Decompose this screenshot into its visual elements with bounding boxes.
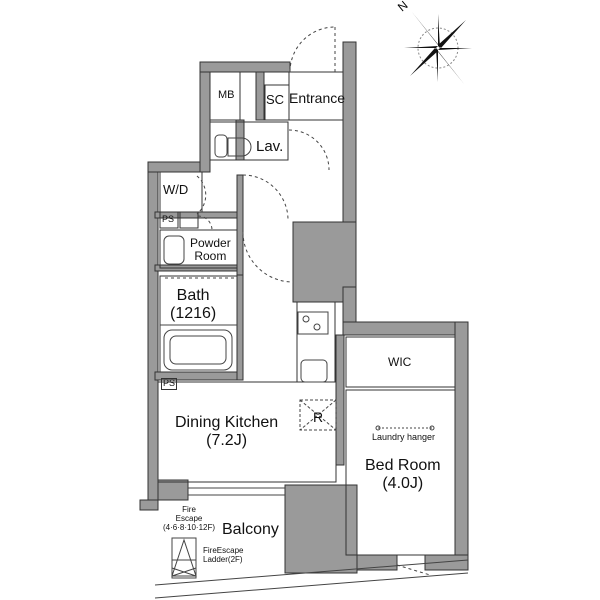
label-balcony: Balcony bbox=[222, 521, 279, 538]
door-swings bbox=[165, 26, 431, 576]
label-dining-kitchen: Dining Kitchen (7.2J) bbox=[175, 414, 279, 449]
label-entrance: Entrance bbox=[289, 90, 346, 106]
compass-north-label: N bbox=[395, 0, 411, 14]
label-wd: W/D bbox=[163, 182, 189, 197]
label-fridge: R bbox=[313, 409, 324, 425]
compass-icon: N bbox=[395, 0, 472, 84]
label-lav: Lav. bbox=[256, 138, 284, 155]
label-fire-escape-ladder: FireEscape Ladder(2F) bbox=[203, 546, 244, 564]
walls bbox=[139, 41, 469, 574]
label-sc: SC bbox=[266, 92, 285, 107]
label-bed-room: Bed Room (4.0J) bbox=[365, 457, 441, 492]
label-fire-escape: Fire Escape (4·6·8·10·12F) bbox=[163, 505, 216, 532]
label-wic: WIC bbox=[388, 355, 412, 369]
label-ps-upper: PS bbox=[162, 214, 175, 224]
label-ps-lower: PS bbox=[161, 378, 178, 390]
label-bath: Bath (1216) bbox=[170, 287, 217, 322]
fixtures bbox=[154, 134, 469, 599]
room-outlines bbox=[157, 71, 456, 556]
label-laundry-hanger: Laundry hanger bbox=[372, 432, 436, 442]
label-mb: MB bbox=[218, 89, 235, 101]
label-powder-room: Powder Room bbox=[190, 236, 231, 264]
